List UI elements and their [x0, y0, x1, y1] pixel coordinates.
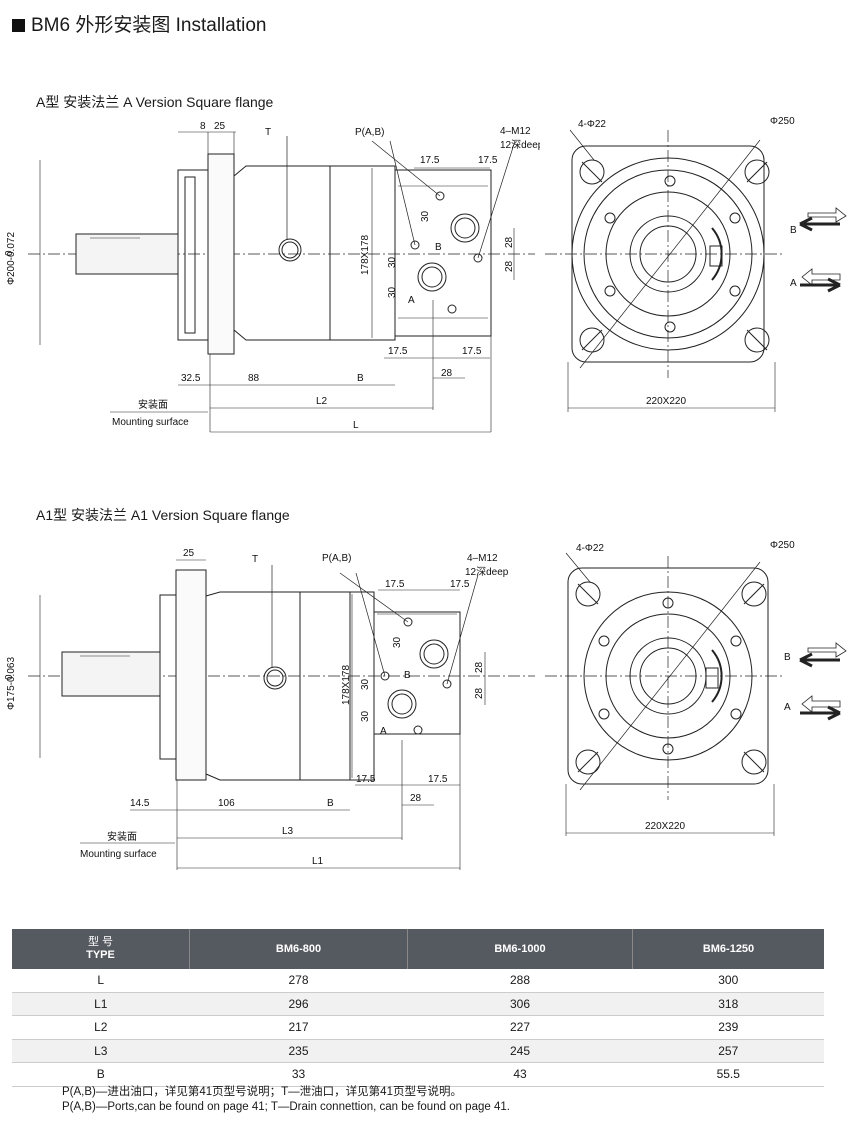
dim-17-5: 17.5 — [462, 346, 482, 357]
table-header-type: 型 号 TYPE — [12, 929, 190, 969]
dim-25: 25 — [214, 121, 226, 132]
dim-30: 30 — [387, 286, 398, 298]
label-port-b: B — [435, 242, 442, 253]
dim-17-5: 17.5 — [450, 579, 470, 590]
label-t: T — [252, 554, 258, 565]
dim-30: 30 — [387, 256, 398, 268]
dim-17-5: 17.5 — [356, 774, 376, 785]
label-thread: 4–M12 — [467, 553, 498, 564]
note-en: P(A,B)—Ports,can be found on page 41; T—… — [62, 1101, 510, 1113]
arrow-label-b: B — [790, 225, 797, 236]
table-header-col: BM6-800 — [189, 929, 408, 969]
dim-phi175: Φ175-0.063 — [6, 657, 17, 710]
dim-30: 30 — [360, 678, 371, 690]
label-holes: 4-Φ22 — [576, 543, 604, 554]
label-thread-depth: 12深deep — [500, 139, 540, 151]
dim-178: 178X178 — [360, 235, 371, 275]
dim-l2: L2 — [316, 396, 328, 407]
label-port-b: B — [404, 670, 411, 681]
dim-220: 220X220 — [645, 821, 685, 832]
dim-28: 28 — [504, 236, 515, 248]
dim-17-5: 17.5 — [388, 346, 408, 357]
table-row: L 278 288 300 — [12, 969, 824, 993]
mount-surface-cn: 安装面 — [107, 830, 137, 843]
dim-30: 30 — [392, 636, 403, 648]
dim-phi200: Φ200-0.072 — [6, 232, 17, 285]
dim-14-5: 14.5 — [130, 798, 150, 809]
dim-17-5: 17.5 — [428, 774, 448, 785]
dim-b: B — [327, 798, 334, 809]
page-title: BM6 外形安装图 Installation — [12, 10, 266, 37]
dim-8: 8 — [200, 121, 206, 132]
dim-88: 88 — [248, 373, 260, 384]
drawing-a-side-view: 8 25 T P(A,B) 4–M12 12深deep 17.5 17.5 B … — [4, 121, 540, 433]
label-t: T — [265, 127, 271, 138]
dim-phi-zero: 0 — [4, 674, 15, 680]
mount-surface-en: Mounting surface — [80, 849, 157, 860]
dim-178: 178X178 — [341, 665, 352, 705]
drawing-a1-side-view: 25 T P(A,B) 4–M12 12深deep 17.5 17.5 B A … — [4, 548, 535, 870]
label-holes: 4-Φ22 — [578, 119, 606, 130]
dim-32-5: 32.5 — [181, 373, 201, 384]
label-phi250: Φ250 — [770, 116, 795, 127]
footnotes: P(A,B)—进出油口，详见第41页型号说明；T—泄油口，详见第41页型号说明。… — [62, 1085, 510, 1115]
label-p: P(A,B) — [355, 127, 384, 138]
section-a1-heading: A1型 安装法兰 A1 Version Square flange — [36, 507, 290, 523]
label-p: P(A,B) — [322, 553, 351, 564]
dimension-table: 型 号 TYPE BM6-800 BM6-1000 BM6-1250 L 278… — [12, 929, 824, 1087]
mount-surface-en: Mounting surface — [112, 417, 189, 428]
dim-17-5: 17.5 — [478, 155, 498, 166]
table-row: L2 217 227 239 — [12, 1015, 824, 1040]
arrow-label-a: A — [790, 278, 797, 289]
note-cn: P(A,B)—进出油口，详见第41页型号说明；T—泄油口，详见第41页型号说明。 — [62, 1086, 462, 1098]
label-port-a: A — [380, 726, 387, 737]
dim-17-5: 17.5 — [385, 579, 405, 590]
arrow-label-a: A — [784, 702, 791, 713]
dim-30: 30 — [360, 710, 371, 722]
dim-28: 28 — [410, 793, 422, 804]
dim-l3: L3 — [282, 826, 294, 837]
arrow-label-b: B — [784, 652, 791, 663]
dim-l: L — [353, 420, 359, 431]
label-port-a: A — [408, 295, 415, 306]
mount-surface-cn: 安装面 — [138, 398, 168, 411]
table-row: B 33 43 55.5 — [12, 1062, 824, 1087]
dim-106: 106 — [218, 798, 235, 809]
drawing-a-front-view: 4-Φ22 Φ250 220X220 B A — [545, 116, 847, 412]
table-row: L3 235 245 257 — [12, 1039, 824, 1063]
section-a-heading: A型 安装法兰 A Version Square flange — [36, 94, 274, 110]
dim-28: 28 — [441, 368, 453, 379]
dim-17-5: 17.5 — [420, 155, 440, 166]
drawing-a1-front-view: 4-Φ22 Φ250 220X220 B A — [545, 540, 847, 836]
dim-phi-zero: 0 — [4, 250, 15, 256]
label-thread-depth: 12深deep — [465, 566, 509, 578]
dim-28: 28 — [504, 260, 515, 272]
dim-30: 30 — [420, 210, 431, 222]
table-row: L1 296 306 318 — [12, 992, 824, 1016]
table-header-col: BM6-1000 — [407, 929, 633, 969]
dim-220: 220X220 — [646, 396, 686, 407]
dim-25: 25 — [183, 548, 195, 559]
label-phi250: Φ250 — [770, 540, 795, 551]
table-header-col: BM6-1250 — [632, 929, 824, 969]
dim-l1: L1 — [312, 856, 324, 867]
dim-b: B — [357, 373, 364, 384]
dim-28: 28 — [474, 687, 485, 699]
dim-28: 28 — [474, 661, 485, 673]
label-thread: 4–M12 — [500, 126, 531, 137]
